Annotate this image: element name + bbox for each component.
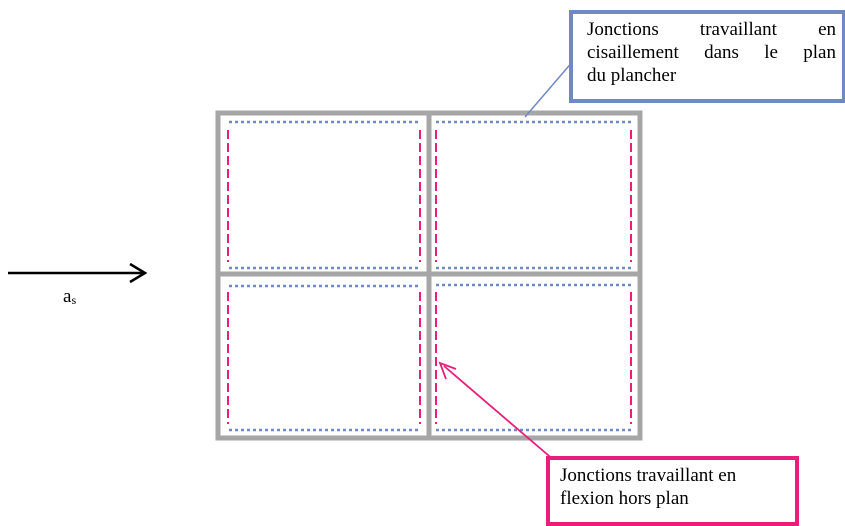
shear-callout-line-1: Jonctions travaillant en: [587, 19, 836, 40]
panel-top-left: [227, 120, 421, 270]
panel-bottom-right: [435, 283, 632, 432]
acceleration-label: as: [63, 286, 76, 308]
flexion-callout-line-2: flexion hors plan: [560, 488, 689, 509]
panel-bottom-left: [227, 284, 421, 432]
acceleration-arrow: [8, 262, 148, 284]
panel-top-right: [435, 120, 632, 270]
acceleration-subscript: s: [71, 293, 77, 307]
shear-callout-line-3: du plancher: [587, 65, 677, 86]
shear-callout-leader: [524, 59, 575, 118]
shear-joint-callout: Jonctions travaillant en cisaillement da…: [569, 10, 845, 103]
flexion-joint-callout: Jonctions travaillant en flexion hors pl…: [546, 456, 799, 526]
flexion-callout-line-1: Jonctions travaillant en: [560, 465, 737, 486]
acceleration-symbol: a: [63, 286, 72, 307]
shear-callout-line-2: cisaillement dans le plan: [587, 42, 836, 63]
flexion-callout-leader: [438, 361, 556, 462]
